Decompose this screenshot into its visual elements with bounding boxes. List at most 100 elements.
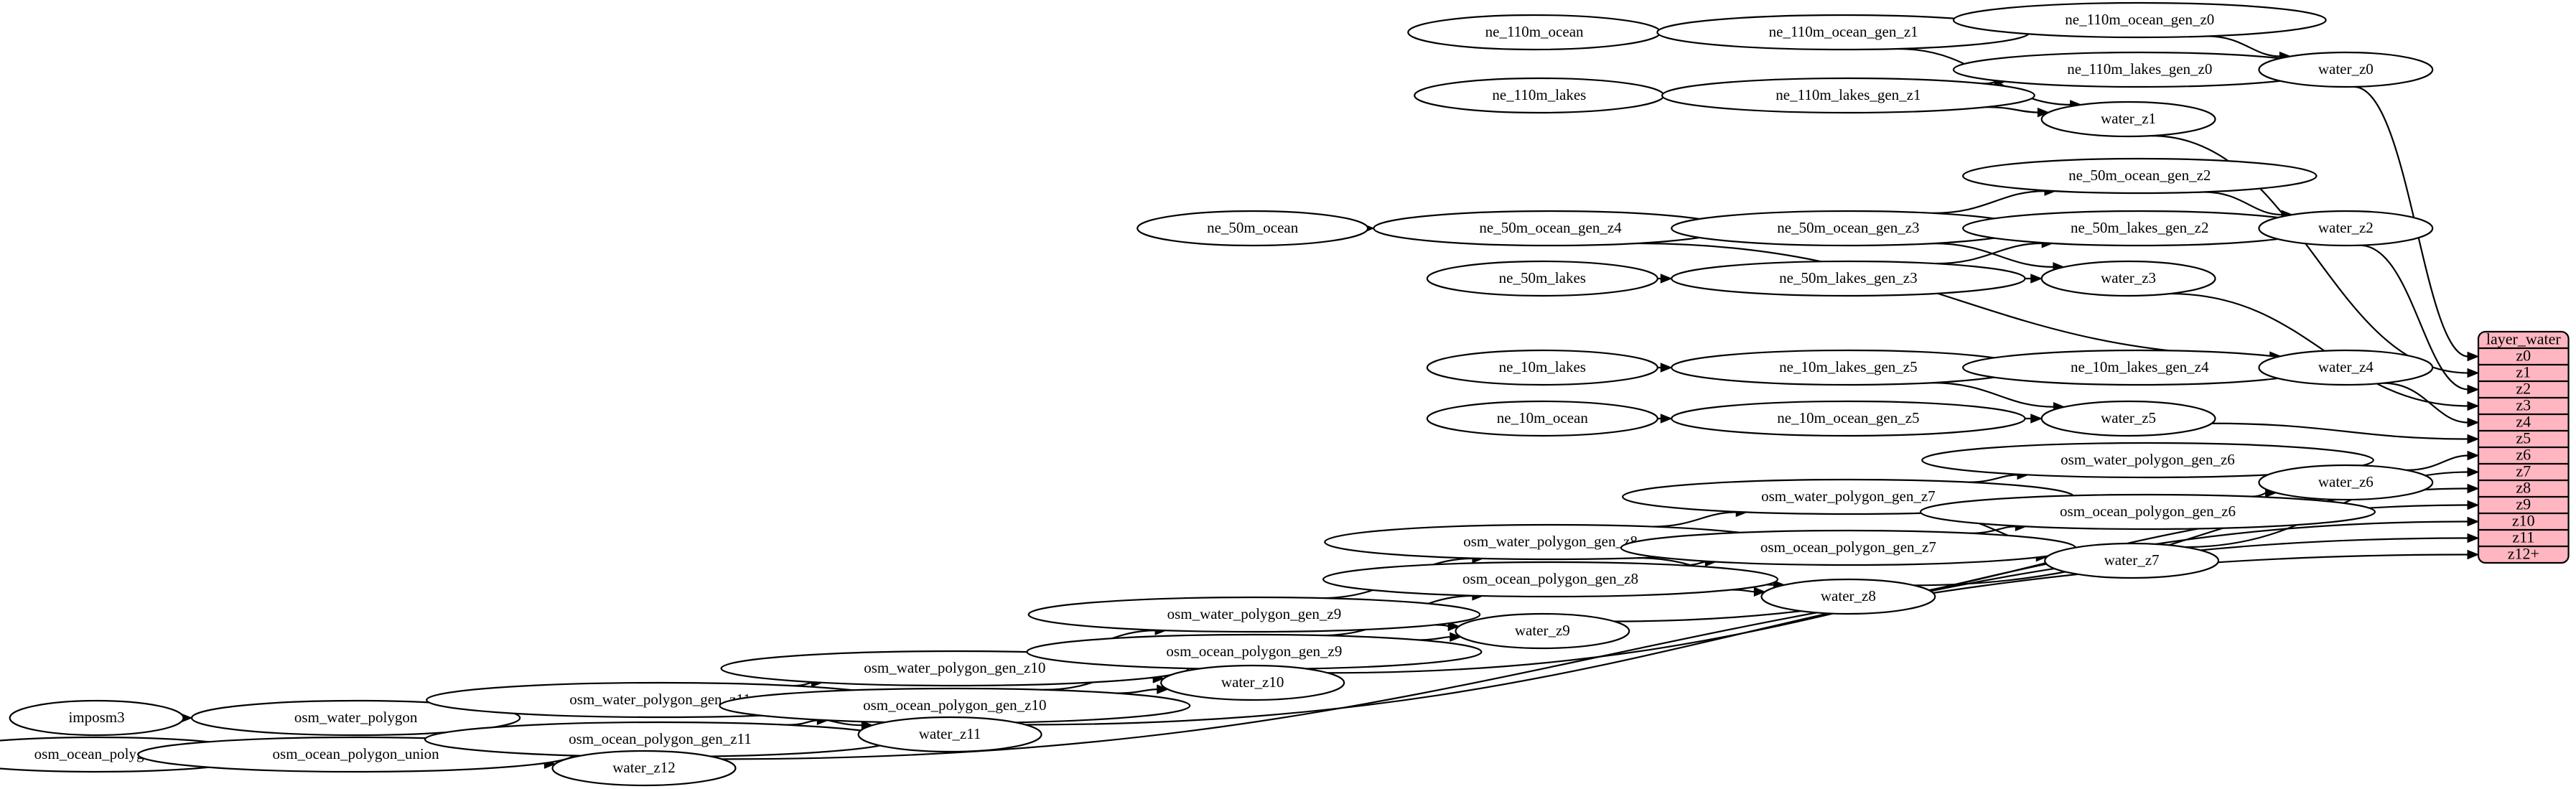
table-row-label[interactable]: z11 xyxy=(2512,528,2534,546)
node-water_z2[interactable]: water_z2 xyxy=(2258,210,2434,247)
node-ellipse xyxy=(1137,210,1369,247)
node-water_z7[interactable]: water_z7 xyxy=(2044,542,2220,579)
node-ne_10m_lakes[interactable]: ne_10m_lakes xyxy=(1426,349,1658,386)
table-row-label[interactable]: z3 xyxy=(2516,396,2531,414)
node-water_z5[interactable]: water_z5 xyxy=(2040,400,2216,437)
table-row-label[interactable]: z10 xyxy=(2512,512,2535,530)
node-ne_10m_lakes_gen_z5[interactable]: ne_10m_lakes_gen_z5 xyxy=(1671,349,2026,386)
arrowhead xyxy=(1450,632,1462,642)
table-row-label[interactable]: z5 xyxy=(2516,429,2531,447)
arrowhead xyxy=(2467,368,2480,378)
node-ellipse xyxy=(1322,561,1779,598)
table-row-label[interactable]: z2 xyxy=(2516,380,2531,398)
node-label: ne_10m_ocean xyxy=(1497,409,1589,426)
node-ellipse xyxy=(2258,51,2434,88)
node-ellipse xyxy=(857,716,1042,753)
table-row-label[interactable]: z1 xyxy=(2516,363,2531,381)
table-row-label[interactable]: z9 xyxy=(2516,495,2531,513)
node-imposm3[interactable]: imposm3 xyxy=(9,699,185,737)
node-label: osm_ocean_polygon_gen_z7 xyxy=(1760,538,1936,556)
table-row-label[interactable]: z12+ xyxy=(2508,545,2539,563)
table-row-label[interactable]: z8 xyxy=(2516,479,2531,497)
node-ne_50m_ocean_gen_z3[interactable]: ne_50m_ocean_gen_z3 xyxy=(1671,210,2026,247)
node-ne_110m_ocean_gen_z0[interactable]: ne_110m_ocean_gen_z0 xyxy=(1952,1,2327,39)
node-osm_water_polygon_gen_z6[interactable]: osm_water_polygon_gen_z6 xyxy=(1921,442,2374,479)
node-water_z4[interactable]: water_z4 xyxy=(2258,349,2434,386)
node-ne_10m_ocean[interactable]: ne_10m_ocean xyxy=(1426,400,1658,437)
table-row-label[interactable]: z0 xyxy=(2516,347,2531,365)
node-ellipse xyxy=(1160,664,1345,701)
node-ne_50m_lakes[interactable]: ne_50m_lakes xyxy=(1426,260,1658,297)
edge xyxy=(1025,537,2469,726)
node-label: osm_ocean_polygon_gen_z10 xyxy=(863,696,1046,714)
arrowhead xyxy=(2467,417,2480,428)
node-label: osm_water_polygon_gen_z9 xyxy=(1167,605,1342,622)
table-row-label[interactable]: z6 xyxy=(2516,446,2531,464)
node-water_z0[interactable]: water_z0 xyxy=(2258,51,2434,88)
node-osm_water_polygon_gen_z9[interactable]: osm_water_polygon_gen_z9 xyxy=(1027,596,1481,633)
node-label: water_z11 xyxy=(919,725,981,742)
node-label: water_z4 xyxy=(2318,358,2374,375)
node-osm_ocean_polygon_gen_z8[interactable]: osm_ocean_polygon_gen_z8 xyxy=(1322,561,1779,598)
node-ne_110m_lakes_gen_z0[interactable]: ne_110m_lakes_gen_z0 xyxy=(1952,51,2327,88)
node-water_z11[interactable]: water_z11 xyxy=(857,716,1042,753)
node-ellipse xyxy=(1671,400,2026,437)
node-label: ne_50m_ocean xyxy=(1207,219,1299,236)
node-osm_ocean_polygon_gen_z10[interactable]: osm_ocean_polygon_gen_z10 xyxy=(719,687,1191,724)
edge xyxy=(1651,511,1737,528)
node-ellipse xyxy=(2258,464,2434,501)
node-ne_110m_lakes_gen_z1[interactable]: ne_110m_lakes_gen_z1 xyxy=(1661,77,2035,114)
arrowhead xyxy=(2030,414,2043,424)
edge xyxy=(2406,454,2469,471)
node-label: osm_ocean_polygon_union xyxy=(273,745,440,762)
node-ne_10m_ocean_gen_z5[interactable]: ne_10m_ocean_gen_z5 xyxy=(1671,400,2026,437)
node-water_z10[interactable]: water_z10 xyxy=(1160,664,1345,701)
edge xyxy=(2211,422,2469,440)
node-label: water_z8 xyxy=(1821,587,1876,604)
node-ne_50m_lakes_gen_z3[interactable]: ne_50m_lakes_gen_z3 xyxy=(1671,260,2026,297)
edge xyxy=(786,719,818,726)
node-ne_50m_ocean_gen_z2[interactable]: ne_50m_ocean_gen_z2 xyxy=(1962,157,2318,195)
node-label: water_z10 xyxy=(1221,673,1284,691)
layer-water-table[interactable]: layer_waterz0z1z2z3z4z5z6z7z8z9z10z11z12… xyxy=(2477,330,2570,564)
node-label: osm_water_polygon_gen_z7 xyxy=(1761,487,1936,505)
node-water_z6[interactable]: water_z6 xyxy=(2258,464,2434,501)
edge xyxy=(2206,35,2281,57)
node-osm_ocean_polygon_gen_z6[interactable]: osm_ocean_polygon_gen_z6 xyxy=(1919,493,2376,531)
node-water_z9[interactable]: water_z9 xyxy=(1455,612,1630,650)
edge xyxy=(1932,242,2054,269)
table-row-label[interactable]: z4 xyxy=(2516,413,2531,431)
table-row-label[interactable]: z7 xyxy=(2516,462,2531,480)
node-osm_ocean_polygon_gen_z7[interactable]: osm_ocean_polygon_gen_z7 xyxy=(1620,529,2076,566)
node-ne_50m_ocean[interactable]: ne_50m_ocean xyxy=(1137,210,1369,247)
node-osm_ocean_polygon_gen_z9[interactable]: osm_ocean_polygon_gen_z9 xyxy=(1026,633,1483,671)
node-water_z8[interactable]: water_z8 xyxy=(1760,578,1936,615)
node-label: ne_50m_ocean_gen_z2 xyxy=(2068,167,2211,184)
edge xyxy=(1419,636,1451,641)
edge xyxy=(1935,242,2043,265)
node-ne_10m_lakes_gen_z4[interactable]: ne_10m_lakes_gen_z4 xyxy=(1962,349,2318,386)
node-ellipse xyxy=(1426,400,1658,437)
node-water_z1[interactable]: water_z1 xyxy=(2040,101,2216,138)
edge xyxy=(1931,382,2055,408)
node-ellipse xyxy=(1426,349,1658,386)
node-label: water_z7 xyxy=(2104,551,2160,569)
node-label: water_z9 xyxy=(1515,622,1570,639)
node-ellipse xyxy=(190,699,521,737)
node-water_z3[interactable]: water_z3 xyxy=(2040,260,2216,297)
node-osm_water_polygon[interactable]: osm_water_polygon xyxy=(190,699,521,737)
node-osm_ocean_polygon_union[interactable]: osm_ocean_polygon_union xyxy=(137,736,574,773)
node-label: ne_50m_lakes xyxy=(1499,269,1586,286)
arrowhead xyxy=(1660,414,1673,424)
node-ellipse xyxy=(2040,400,2216,437)
edge xyxy=(2383,382,2469,424)
node-ne_110m_ocean[interactable]: ne_110m_ocean xyxy=(1407,14,1662,51)
edge xyxy=(1932,190,2045,215)
node-water_z12[interactable]: water_z12 xyxy=(551,750,737,787)
edge xyxy=(1636,242,2271,358)
arrowhead xyxy=(2467,483,2480,494)
node-ellipse xyxy=(1962,157,2318,195)
node-ne_110m_ocean_gen_z1[interactable]: ne_110m_ocean_gen_z1 xyxy=(1656,14,2031,51)
node-ne_110m_lakes[interactable]: ne_110m_lakes xyxy=(1414,77,1665,114)
